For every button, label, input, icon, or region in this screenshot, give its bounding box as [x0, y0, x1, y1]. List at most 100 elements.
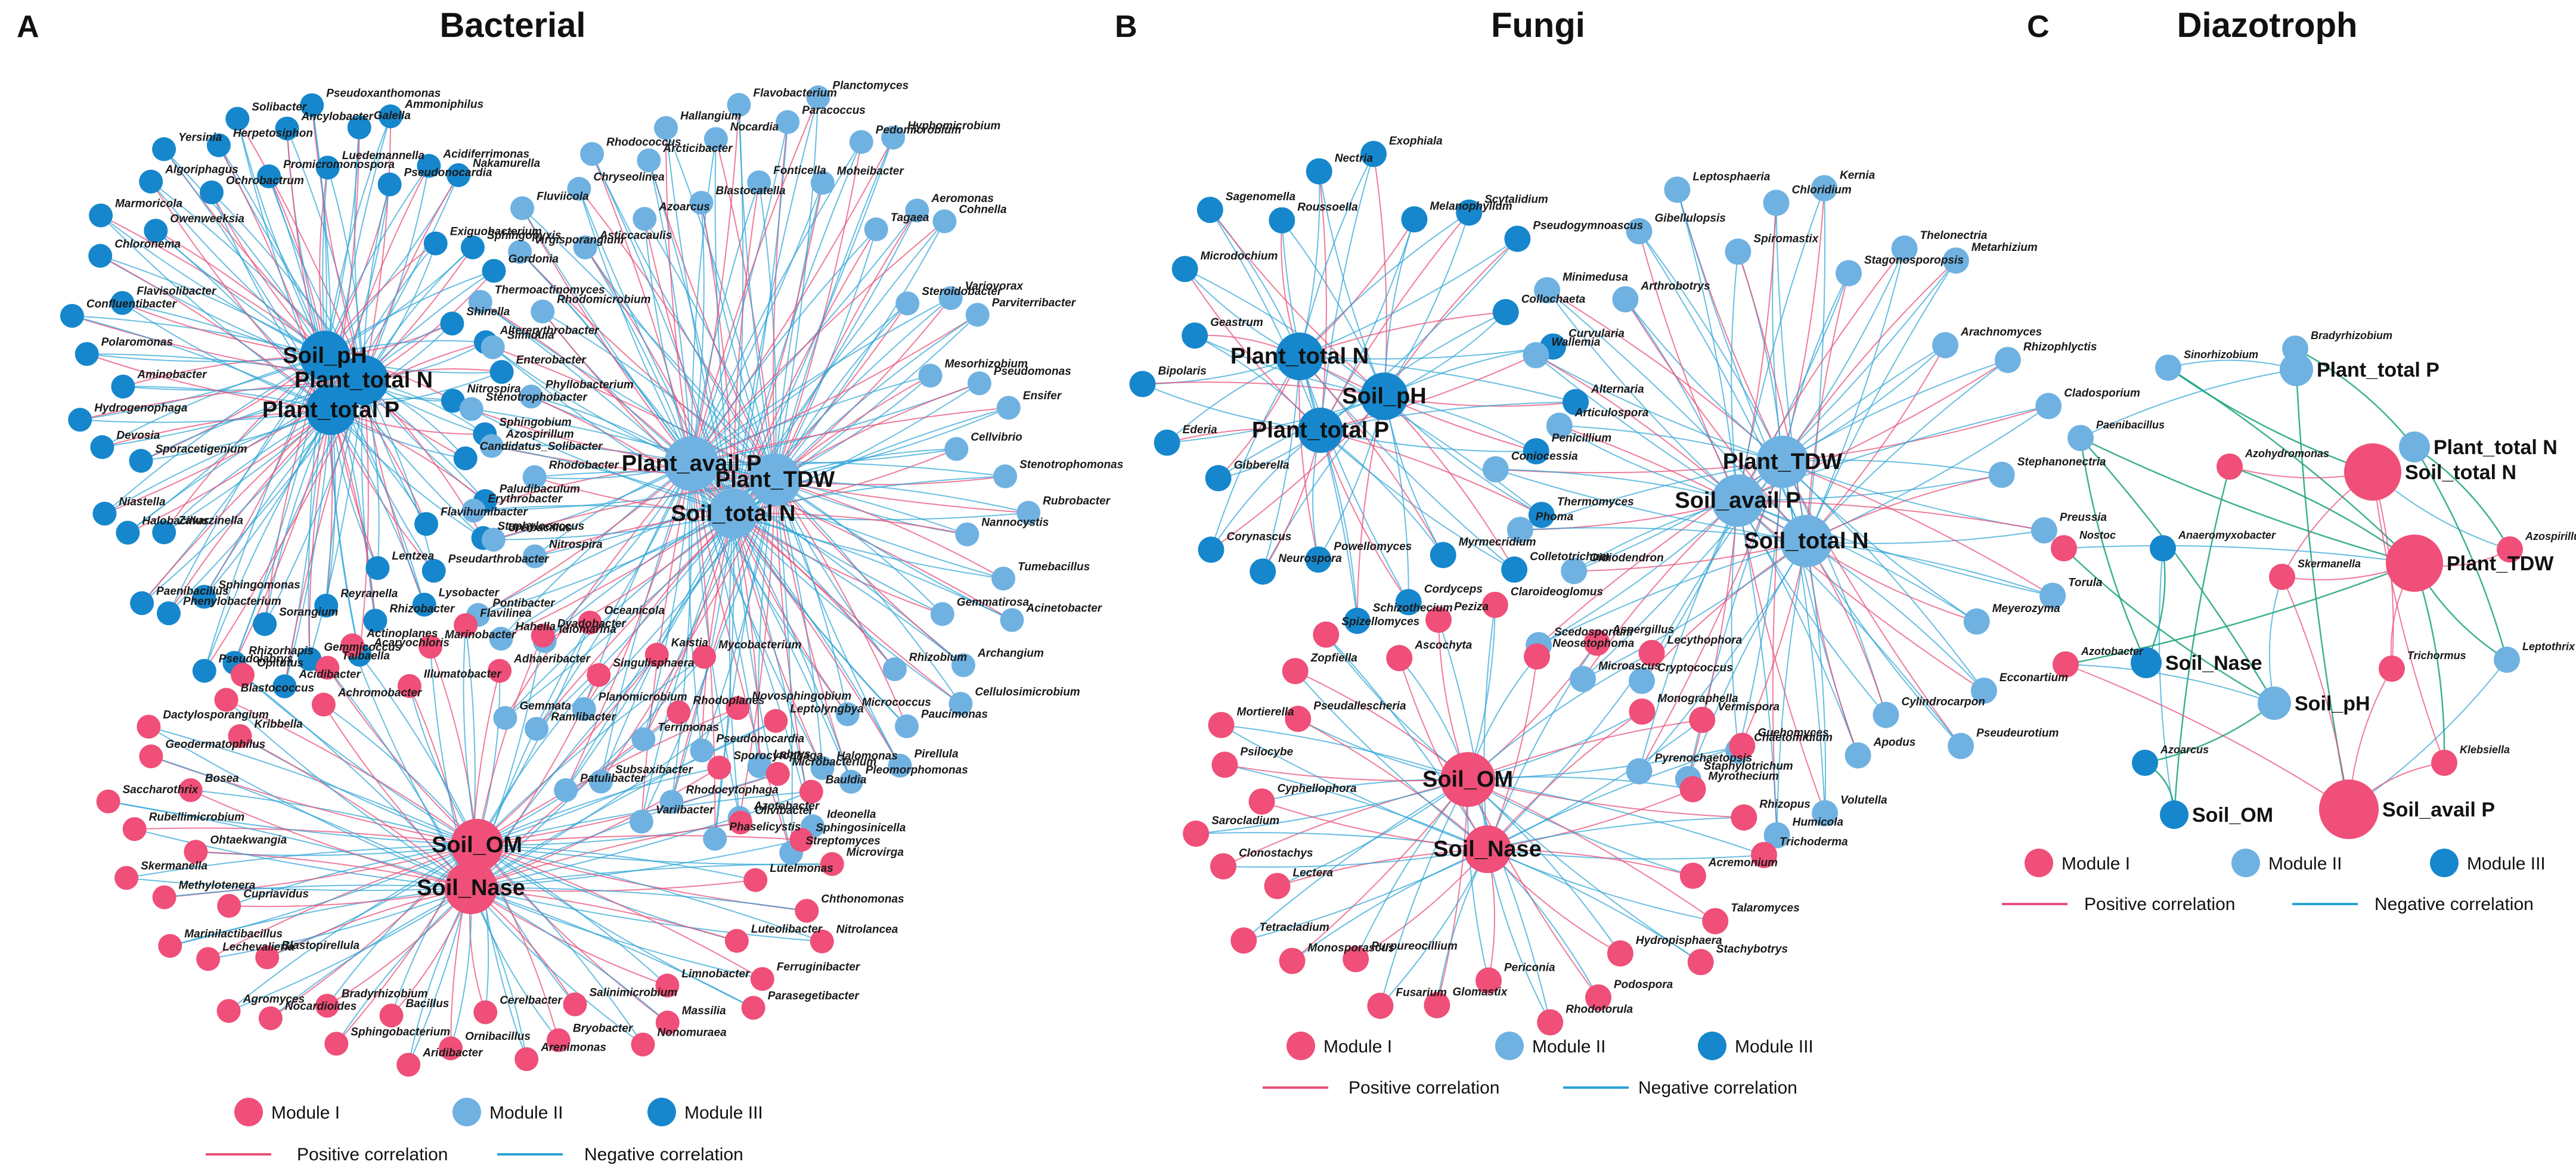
- edge-trichoderma-soil-nase: [1487, 849, 1765, 860]
- node-cladosporium: [2035, 393, 2062, 420]
- node-label-steroidobacter: Steroidobacter: [922, 285, 1003, 298]
- node-arthrobotrys: [1612, 286, 1639, 313]
- node-label-microvirga: Microvirga: [847, 846, 904, 859]
- edge-sorangium-plant-total-p: [264, 409, 331, 625]
- node-label-leptothrix: Leptothrix: [2522, 641, 2575, 653]
- node-label-variibacter: Variibacter: [656, 804, 715, 816]
- edge-paucimonas-plant-tdw: [774, 479, 907, 727]
- node-singulisphaera: [587, 663, 611, 687]
- node-label-roussoella: Roussoella: [1297, 201, 1358, 214]
- node-lutelmonas: [743, 868, 768, 892]
- node-rhizophlyctis: [1994, 347, 2021, 374]
- node-label-rhizorhapis: Rhizorhapis: [249, 645, 314, 657]
- node-label-alternaria: Alternaria: [1591, 383, 1644, 396]
- node-tagaea: [864, 217, 888, 241]
- edge-acinetobacter-soil-total-n: [733, 513, 1012, 621]
- edge-scytalidium-plant-total-n: [1299, 212, 1470, 357]
- edge-stenotrophobacter-plant-avail-p: [471, 408, 692, 464]
- node-leptothrix: [2494, 647, 2520, 673]
- node-flavihumibacter: [414, 512, 438, 536]
- node-thermoactinomyces: [468, 290, 492, 314]
- edge-fusarium-soil-nase: [1380, 849, 1488, 1007]
- node-nocardioides: [258, 1006, 283, 1030]
- edge-achromobacter-soil-om: [323, 704, 478, 846]
- edge-tetracladium-soil-om: [1243, 779, 1468, 941]
- node-sphingosinicella: [789, 828, 814, 852]
- edge-flavobacterium-plant-avail-p: [691, 104, 740, 464]
- edge-hahella-plant-avail-p: [500, 463, 692, 639]
- edge-stenotrophomonas-plant-tdw: [774, 476, 1006, 486]
- node-label-stenotrophobacter: Stenotrophobacter: [486, 391, 588, 403]
- node-fluviicola: [510, 196, 535, 220]
- hub-label-soil-om: Soil_OM: [2192, 804, 2273, 827]
- edge-rhizobium-soil-total-n: [733, 513, 895, 670]
- edge-stagonosporopsis-soil-total-n: [1806, 273, 1849, 542]
- legend-b-module-1-swatch: [1287, 1032, 1315, 1060]
- node-label-azoarcus: Azoarcus: [658, 201, 710, 213]
- edge-nannocystis-plant-avail-p: [691, 463, 968, 535]
- node-label-podospora: Podospora: [1614, 979, 1673, 991]
- node-lechevalieria: [196, 947, 221, 971]
- edge-marinobacter-soil-om: [430, 646, 478, 846]
- node-cohnella: [932, 209, 957, 234]
- edge-alternaria-plant-total-p: [1320, 401, 1576, 431]
- edge-cohnella-plant-avail-p: [691, 220, 946, 464]
- node-microvirga: [820, 852, 844, 876]
- node-label-rhodoplanes: Rhodoplanes: [693, 694, 764, 707]
- edge-wallemia-soil-avail-p: [1535, 355, 1738, 501]
- hub-plant-total-p: [2280, 353, 2313, 386]
- edge-staphylococcus-plant-total-p: [330, 409, 484, 539]
- edge-ecconartium-soil-total-n: [1806, 541, 1985, 691]
- edge-gemmata-soil-total-n: [504, 513, 734, 719]
- node-label-kaistia: Kaistia: [671, 637, 709, 650]
- node-label-melanophyllum: Melanophyllum: [1430, 200, 1512, 213]
- node-melanophyllum: [1401, 206, 1428, 233]
- edge-leptolyngbya-soil-om: [476, 720, 776, 846]
- edge-colletotrichum-soil-ph: [1384, 396, 1515, 570]
- node-fusarium: [1367, 992, 1394, 1019]
- edge-thermomyces-plant-total-p: [1320, 430, 1542, 515]
- edge-sagenomella-soil-ph: [1210, 209, 1385, 397]
- node-luteolibacter: [724, 928, 749, 953]
- edge-azoarcus-soil-ph: [2144, 703, 2275, 764]
- node-label-sphingobium: Sphingobium: [499, 417, 571, 429]
- edge-stenotrophomonas-plant-avail-p: [691, 461, 1006, 477]
- edge-hallangium-plant-tdw: [665, 128, 776, 480]
- edge-mycobacterium-soil-om: [476, 656, 705, 846]
- edge-sphingomonas-plant-total-p: [203, 409, 331, 598]
- edge-hahella-soil-total-n: [500, 513, 734, 639]
- node-label-herpetosiphon: Herpetosiphon: [233, 128, 313, 140]
- node-stephanonectria: [1988, 461, 2015, 488]
- node-azohydromonas: [2217, 454, 2243, 480]
- node-anaeromyxobacter: [2150, 535, 2176, 561]
- node-label-altererythrobacter: Altererythrobacter: [500, 324, 600, 337]
- node-paenibacillus: [130, 591, 154, 616]
- node-pseudogymnoascus: [1504, 225, 1531, 252]
- node-ammoniphilus: [379, 104, 403, 129]
- node-label-nannocystis: Nannocystis: [981, 517, 1049, 529]
- edge-terrimonas-soil-total-n: [643, 513, 734, 740]
- node-label-staphylococcus: Staphylococcus: [498, 520, 585, 533]
- node-label-blastocatella: Blastocatella: [716, 185, 786, 197]
- node-label-phenylobacterium: Phenylobacterium: [183, 595, 281, 608]
- edge-stephanonectria-plant-tdw: [1782, 459, 2002, 476]
- node-bacillus: [379, 1004, 404, 1028]
- node-label-stephanonectria: Stephanonectria: [2017, 456, 2106, 468]
- edge-skermanella-soil-nase: [126, 877, 472, 892]
- node-label-archangium: Archangium: [977, 647, 1044, 660]
- node-ureibacillus: [481, 527, 506, 552]
- edge-tumebacillus-plant-tdw: [774, 479, 1004, 579]
- node-pyrenochaetopsis: [1626, 758, 1653, 785]
- node-enterobacter: [489, 360, 514, 384]
- node-label-sphingosinicella: Sphingosinicella: [816, 822, 906, 834]
- node-fonticella: [747, 170, 771, 194]
- edge-fluviicola-plant-avail-p: [522, 207, 692, 464]
- hub-plant-total-n: [2399, 431, 2430, 462]
- node-label-scedosporium: Scedosporium: [1554, 626, 1633, 639]
- edge-yersinia-soil-ph: [163, 148, 326, 356]
- edge-meyerozyma-soil-avail-p: [1737, 500, 1977, 622]
- node-label-asticcacaulis: Asticcacaulis: [599, 229, 672, 242]
- node-label-pseudallescheria: Pseudallescheria: [1313, 700, 1406, 712]
- node-label-pleomorphomonas: Pleomorphomonas: [866, 764, 968, 777]
- edge-halomonas-plant-tdw: [774, 479, 823, 768]
